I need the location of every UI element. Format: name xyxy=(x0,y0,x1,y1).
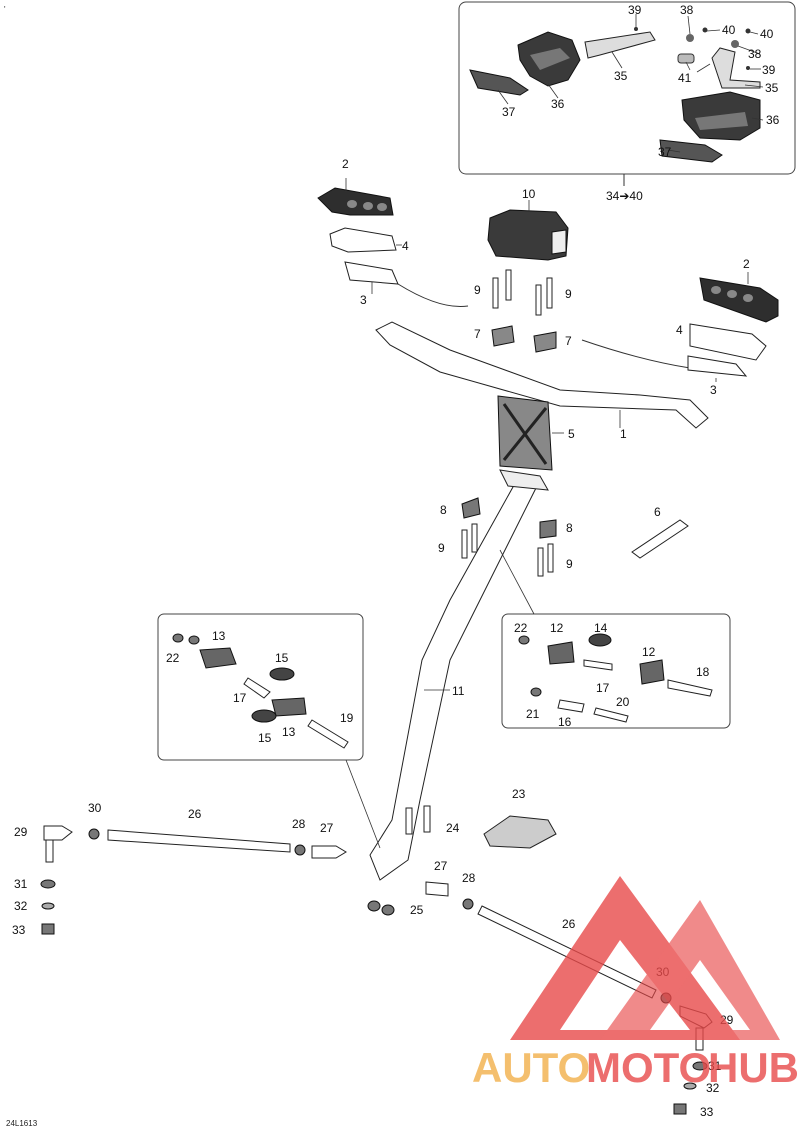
callout-40-a: 40 xyxy=(722,23,736,37)
callout-2-b: 2 xyxy=(743,257,750,271)
callout-37-a: 37 xyxy=(502,105,516,119)
callout-39-b: 39 xyxy=(762,63,776,77)
callout-33-b: 33 xyxy=(700,1105,714,1119)
steering-column: 11 24 25 23 xyxy=(367,469,557,917)
callout-20: 20 xyxy=(616,695,630,709)
callout-31-b: 31 xyxy=(708,1059,722,1073)
watermark-text-a: AUTO xyxy=(472,1044,590,1091)
callout-12-b: 12 xyxy=(642,645,656,659)
callout-35-a: 35 xyxy=(614,69,628,83)
callout-7-b: 7 xyxy=(565,334,572,348)
callout-27-a: 27 xyxy=(320,821,334,835)
callout-4-b: 4 xyxy=(676,323,683,337)
callout-3-a: 3 xyxy=(360,293,367,307)
callout-25: 25 xyxy=(410,903,424,917)
watermark-text-c: HUB xyxy=(708,1044,799,1091)
callout-9-d: 9 xyxy=(566,557,573,571)
callout-9-b: 9 xyxy=(565,287,572,301)
callout-9-a: 9 xyxy=(474,283,481,297)
callout-33-a: 33 xyxy=(12,923,26,937)
callout-12-a: 12 xyxy=(550,621,564,635)
callout-11: 11 xyxy=(452,684,465,698)
callout-1: 1 xyxy=(620,427,627,441)
callout-28-b: 28 xyxy=(462,871,476,885)
detail-box-right: 22 12 14 12 18 17 20 21 16 xyxy=(499,549,731,729)
tie-rod-left: 29 30 26 28 27 31 32 33 xyxy=(12,801,347,937)
callout-38-b: 38 xyxy=(748,47,762,61)
handlebar-assembly: 2 4 3 10 9 9 7 7 1 2 xyxy=(317,157,779,577)
callout-37-b: 37 xyxy=(658,145,672,159)
callout-13-b: 13 xyxy=(282,725,296,739)
callout-15-b: 15 xyxy=(258,731,272,745)
watermark-logo: AUTO MOTO HUB xyxy=(472,876,799,1091)
callout-24: 24 xyxy=(446,821,460,835)
callout-32-b: 32 xyxy=(706,1081,720,1095)
callout-3-b: 3 xyxy=(710,383,717,397)
callout-8-b: 8 xyxy=(566,521,573,535)
document-code: 24L1613 xyxy=(6,1119,38,1128)
callout-41: 41 xyxy=(678,71,692,85)
handguard-inset: 39 38 40 40 38 39 35 35 41 36 37 36 37 3… xyxy=(458,1,796,203)
callout-14: 14 xyxy=(594,621,608,635)
callout-28-a: 28 xyxy=(292,817,306,831)
callout-36-b: 36 xyxy=(766,113,780,127)
callout-21: 21 xyxy=(526,707,540,721)
callout-27-b: 27 xyxy=(434,859,448,873)
inset-reference: 34➔40 xyxy=(606,189,643,203)
callout-6: 6 xyxy=(654,505,661,519)
callout-5: 5 xyxy=(568,427,575,441)
callout-22-b: 22 xyxy=(514,621,528,635)
callout-40-b: 40 xyxy=(760,27,774,41)
callout-38-a: 38 xyxy=(680,3,694,17)
callout-13-a: 13 xyxy=(212,629,226,643)
detail-box-left: 13 22 15 17 19 13 15 xyxy=(157,613,381,849)
top-mark: ' xyxy=(4,5,6,14)
callout-22-a: 22 xyxy=(166,651,180,665)
callout-2-a: 2 xyxy=(342,157,349,171)
callout-39-a: 39 xyxy=(628,3,642,17)
callout-26-b: 26 xyxy=(562,917,576,931)
callout-17-b: 17 xyxy=(596,681,610,695)
callout-16: 16 xyxy=(558,715,572,729)
callout-31-a: 31 xyxy=(14,877,28,891)
callout-4-a: 4 xyxy=(402,239,409,253)
callout-30-a: 30 xyxy=(88,801,102,815)
callout-19: 19 xyxy=(340,711,354,725)
callout-9-c: 9 xyxy=(438,541,445,555)
callout-18: 18 xyxy=(696,665,710,679)
callout-35-b: 35 xyxy=(765,81,779,95)
callout-26-a: 26 xyxy=(188,807,202,821)
callout-32-a: 32 xyxy=(14,899,28,913)
callout-7-a: 7 xyxy=(474,327,481,341)
watermark-text-b: MOTO xyxy=(586,1044,711,1091)
callout-8-a: 8 xyxy=(440,503,447,517)
callout-17-a: 17 xyxy=(233,691,247,705)
callout-15-a: 15 xyxy=(275,651,289,665)
callout-29-a: 29 xyxy=(14,825,28,839)
callout-36-a: 36 xyxy=(551,97,565,111)
callout-23: 23 xyxy=(512,787,526,801)
callout-10: 10 xyxy=(522,187,536,201)
